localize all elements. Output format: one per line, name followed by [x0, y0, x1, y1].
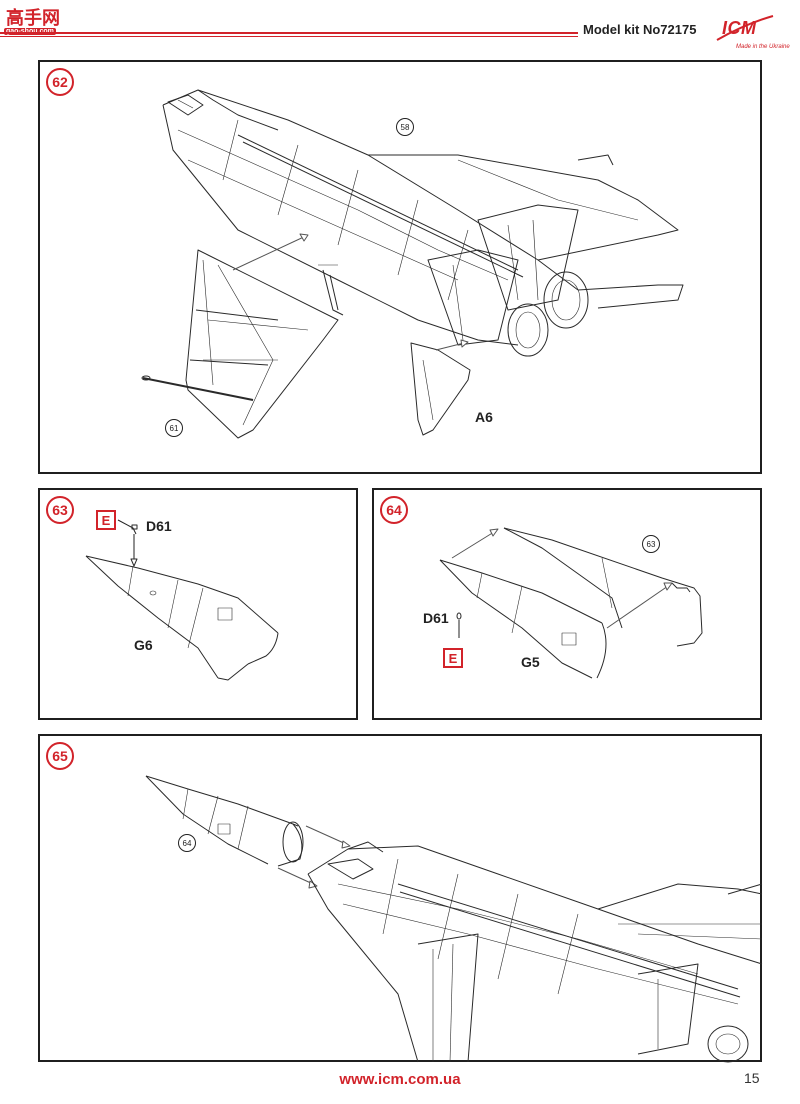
step-65-ref-64: 64: [178, 834, 196, 852]
step-63-panel: [38, 488, 358, 720]
step-62-part-a6: A6: [475, 409, 493, 425]
brand-slogan: Made in the Ukraine: [736, 44, 790, 50]
step-64-marker-e: E: [443, 648, 463, 668]
step-64-ref-63: 63: [642, 535, 660, 553]
step-65-final-assembly-illustration: [145, 775, 763, 1063]
step-63-part-g6: G6: [134, 637, 153, 653]
step-65-number: 65: [46, 742, 74, 770]
step-62-ref-58: 58: [396, 118, 414, 136]
step-64-nose-assembly-illustration: [439, 527, 703, 679]
kit-title: Model kit No72175: [583, 22, 697, 37]
brand-logo: ICM: [722, 18, 757, 38]
step-62-aircraft-illustration: [141, 89, 684, 439]
footer-website[interactable]: www.icm.com.ua: [339, 1071, 461, 1088]
step-64-number: 64: [380, 496, 408, 524]
step-63-part-d61: D61: [146, 518, 172, 534]
step-64-part-g5: G5: [521, 654, 540, 670]
header-rule-thin: [0, 36, 578, 37]
step-62-ref-61: 61: [165, 419, 183, 437]
step-64-panel: [372, 488, 762, 720]
watermark-url: gao-shou.com: [4, 28, 56, 35]
header-rule: [0, 32, 578, 34]
step-63-nose-cone-illustration: [85, 519, 279, 681]
step-62-number: 62: [46, 68, 74, 96]
step-65-panel: [38, 734, 762, 1062]
step-63-number: 63: [46, 496, 74, 524]
step-64-part-d61: D61: [423, 610, 449, 626]
step-63-marker-e: E: [96, 510, 116, 530]
logo-swoosh-icon: [716, 15, 774, 41]
page-number: 15: [744, 1070, 760, 1086]
watermark-title: 高手网: [6, 8, 60, 29]
